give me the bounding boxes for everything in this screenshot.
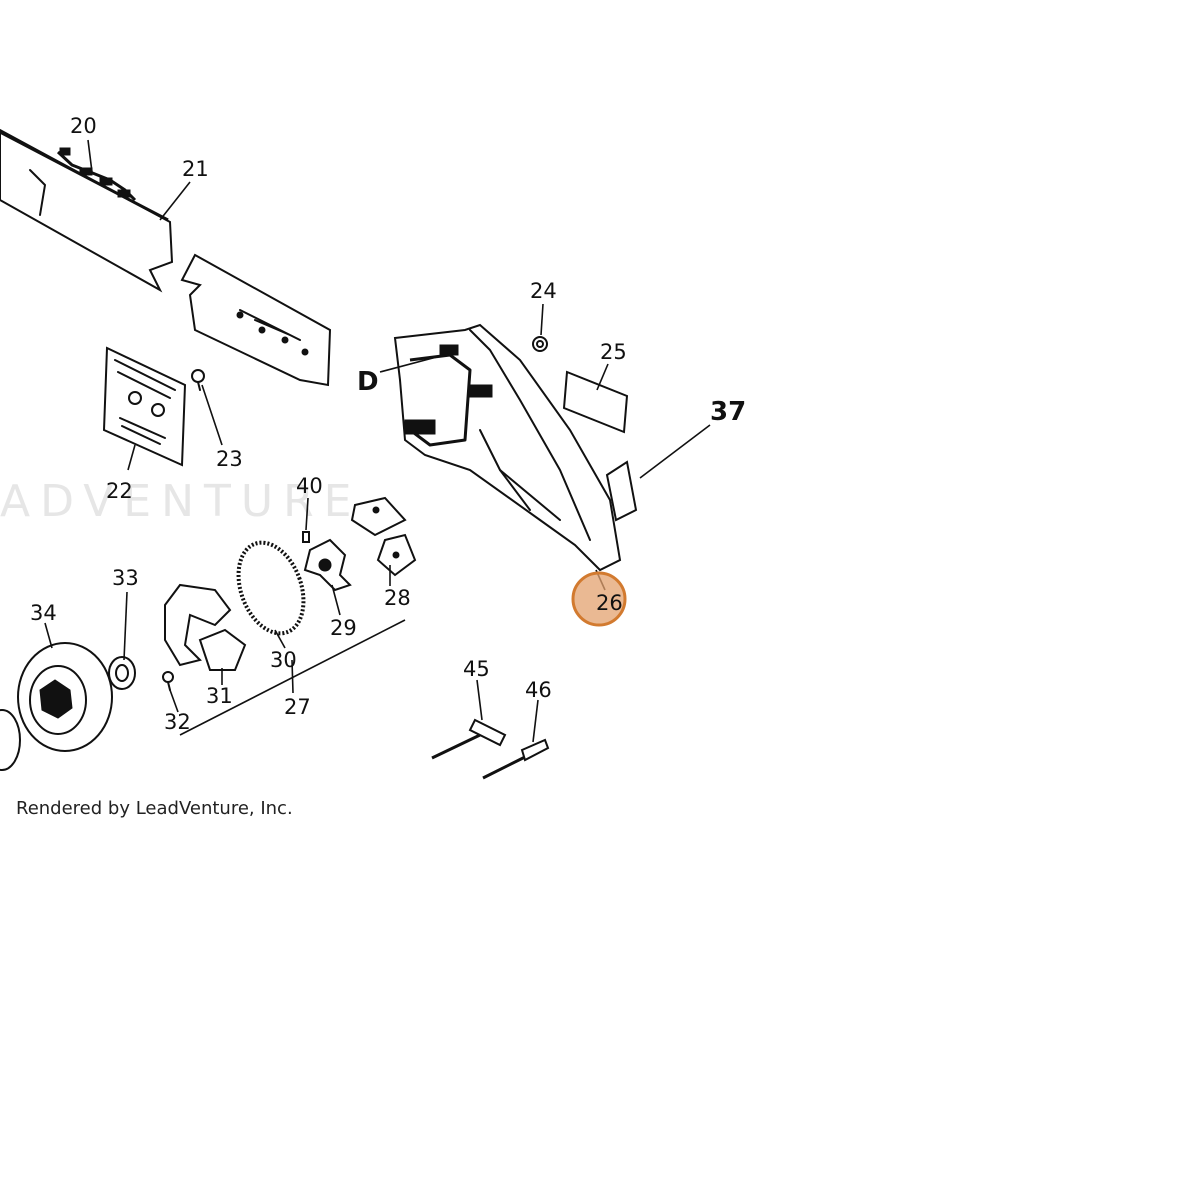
callout-32[interactable]: 32 <box>164 710 191 734</box>
callout-31[interactable]: 31 <box>206 684 233 708</box>
callout-45[interactable]: 45 <box>463 657 490 681</box>
callout-40[interactable]: 40 <box>296 474 323 498</box>
callout-26[interactable]: 26 <box>596 591 623 615</box>
needle-bearing-part-33[interactable] <box>108 656 136 690</box>
label-part-37[interactable] <box>605 460 638 522</box>
chain-adjuster-plate-part-22[interactable] <box>102 346 187 467</box>
wrench-part-45[interactable] <box>431 718 507 760</box>
clutch-spring-part-30[interactable] <box>227 534 316 643</box>
callout-25[interactable]: 25 <box>600 340 627 364</box>
saw-chain-part-20[interactable] <box>56 147 137 202</box>
label-part-25[interactable] <box>562 370 629 434</box>
nut-part-24[interactable] <box>532 336 548 352</box>
callout-22[interactable]: 22 <box>106 479 133 503</box>
clutch-shoe-part-31[interactable] <box>164 583 247 671</box>
guide-bar-part-21[interactable] <box>0 128 174 293</box>
callout-24[interactable]: 24 <box>530 279 557 303</box>
clutch-shoes-part-28[interactable] <box>350 496 417 577</box>
leader-lines <box>44 139 711 743</box>
callout-34[interactable]: 34 <box>30 601 57 625</box>
bolt-part-23[interactable] <box>191 369 205 391</box>
spring-part-40[interactable] <box>302 531 310 543</box>
callout-D[interactable]: D <box>357 367 379 397</box>
watermark-text: ADVENTURE <box>0 476 361 527</box>
callout-23[interactable]: 23 <box>216 447 243 471</box>
render-credit: Rendered by LeadVenture, Inc. <box>16 798 293 819</box>
clutch-drum-part-34[interactable] <box>0 642 113 771</box>
callout-37[interactable]: 37 <box>710 397 746 427</box>
callout-33[interactable]: 33 <box>112 566 139 590</box>
chain-brake-housing[interactable] <box>393 323 622 572</box>
guide-bar-tip[interactable] <box>180 253 332 387</box>
callout-28[interactable]: 28 <box>384 586 411 610</box>
callout-20[interactable]: 20 <box>70 114 97 138</box>
callout-21[interactable]: 21 <box>182 157 209 181</box>
clutch-spider-part-29[interactable] <box>303 538 352 592</box>
highlight-circle-26[interactable] <box>571 571 627 627</box>
callout-30[interactable]: 30 <box>270 648 297 672</box>
screw-part-32[interactable] <box>162 671 174 691</box>
callout-27[interactable]: 27 <box>284 695 311 719</box>
screwdriver-part-46[interactable] <box>482 738 550 780</box>
callout-46[interactable]: 46 <box>525 678 552 702</box>
callout-29[interactable]: 29 <box>330 616 357 640</box>
